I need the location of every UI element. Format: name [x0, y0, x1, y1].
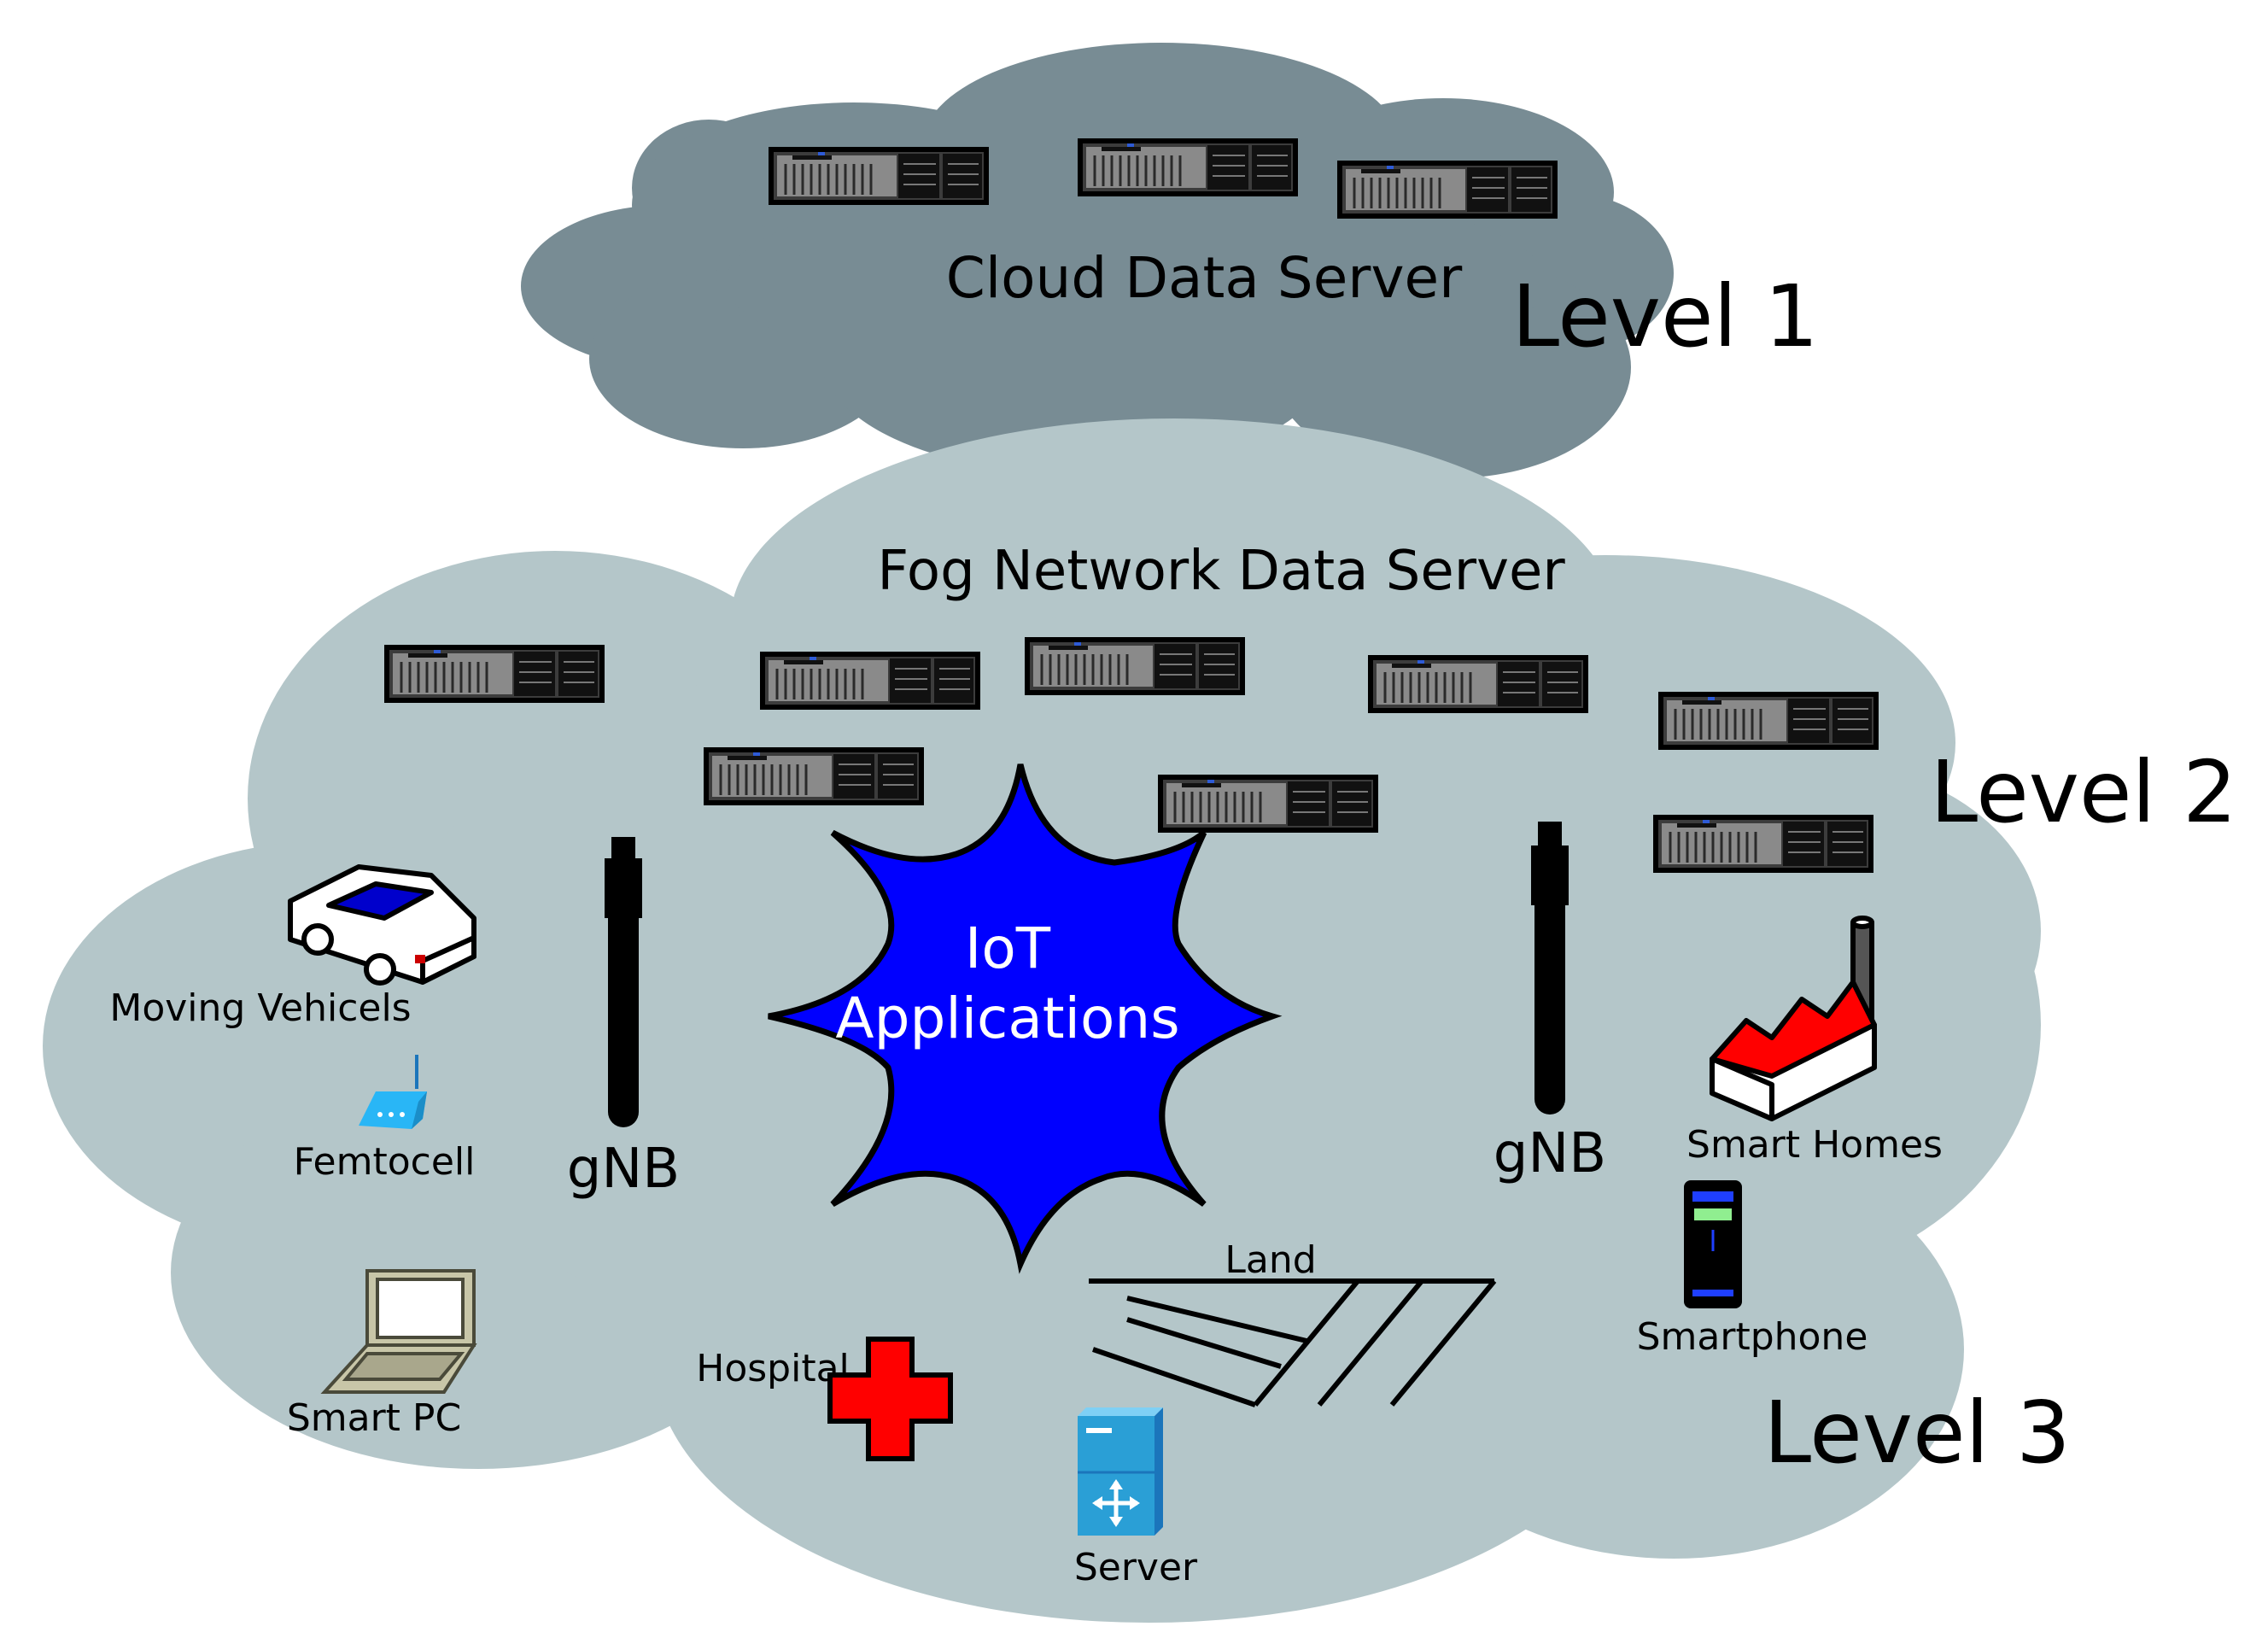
level-1-label: Level 1 [1511, 266, 1818, 366]
iot-applications-burst: IoT Applications [768, 764, 1283, 1274]
rack-server-icon [1651, 813, 1875, 875]
car-icon [288, 864, 476, 986]
rack-server-icon [1156, 773, 1380, 834]
server-tower-icon [1078, 1407, 1163, 1536]
rack-server-icon [383, 643, 606, 705]
rack-server-icon [758, 650, 982, 711]
rack-server-icon [702, 746, 926, 807]
rack-server-icon [767, 145, 991, 207]
iot-label-line1: IoT [965, 916, 1051, 981]
medical-cross-icon [827, 1337, 953, 1461]
cloud-title: Cloud Data Server [946, 245, 1463, 311]
moving-vehicles-label: Moving Vehicels [109, 986, 411, 1030]
gnb-left-label: gNB [567, 1138, 680, 1201]
antenna-icon [605, 837, 642, 1127]
smartphone-icon [1684, 1180, 1742, 1308]
land-field-icon [1089, 1278, 1497, 1407]
smartphone-label: Smartphone [1637, 1315, 1868, 1359]
fog-title: Fog Network Data Server [877, 540, 1565, 603]
server-label: Server [1074, 1546, 1198, 1589]
hospital-label: Hospital [696, 1347, 850, 1390]
rack-server-icon [1023, 635, 1247, 697]
wifi-router-icon [359, 1055, 427, 1129]
land-label: Land [1225, 1238, 1316, 1282]
iot-label-line2: Applications [835, 986, 1179, 1051]
gnb-right-label: gNB [1493, 1122, 1606, 1185]
level-2-label: Level 2 [1930, 742, 2236, 842]
rack-server-icon [1076, 137, 1300, 198]
antenna-icon [1531, 822, 1569, 1115]
smart-homes-label: Smart Homes [1686, 1123, 1943, 1167]
smart-pc-label: Smart PC [287, 1396, 461, 1440]
laptop-icon [320, 1269, 477, 1394]
rack-server-icon [1657, 690, 1880, 752]
femtocell-label: Femtocell [294, 1140, 476, 1184]
factory-icon [1710, 916, 1877, 1121]
rack-server-icon [1366, 653, 1590, 715]
rack-server-icon [1336, 159, 1559, 220]
level-3-label: Level 3 [1763, 1383, 2070, 1483]
